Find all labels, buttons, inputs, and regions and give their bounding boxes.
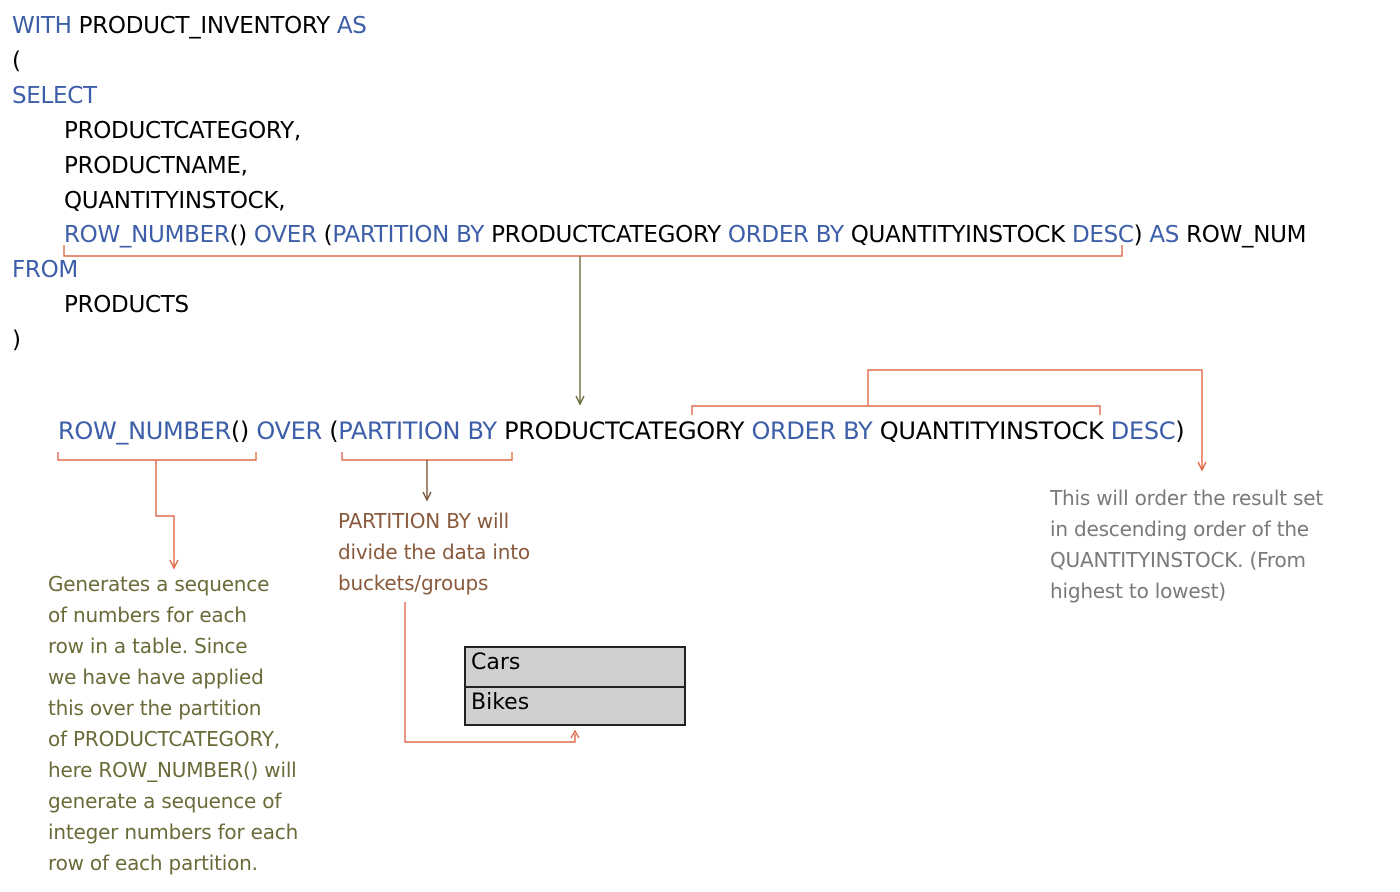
keyword-desc: DESC [1071,222,1134,248]
partition-buckets-table: Cars Bikes [464,646,686,726]
alias-name: ROW_NUM [1186,222,1307,248]
note-partition-by: PARTITION BY will divide the data into b… [338,509,530,595]
order-by-connector [867,369,1203,468]
sql-line-5: PRODUCTNAME, [64,153,248,179]
sql-line-6: QUANTITYINSTOCK, [64,188,286,214]
note-row-number: Generates a sequence of numbers for each… [48,572,299,875]
keyword-over: OVER [253,222,317,248]
order-by-top-bracket [691,405,1101,415]
fn-row-number: ROW_NUMBER [64,222,230,248]
bucket-connector [404,602,576,743]
order-by-arrow-head [1197,461,1207,472]
keyword-as: AS [336,13,367,39]
zoom-arrow-head [575,395,585,406]
sql-line-2: ( [12,48,21,74]
sql-line-10: ) [12,327,21,353]
zoom-window-expression: ROW_NUMBER() OVER (PARTITION BY PRODUCTC… [58,416,1185,446]
zoom-keyword-partition-by: PARTITION BY [338,417,497,445]
note-order-by: This will order the result set in descen… [1050,486,1323,603]
keyword-with: WITH [12,13,72,39]
sql-line-9: PRODUCTS [64,292,189,318]
zoom-keyword-order-by: ORDER BY [751,417,873,445]
sql-line-3-select: SELECT [12,83,97,109]
bucket-row-bikes: Bikes [466,686,684,724]
cte-name: PRODUCT_INVENTORY [71,13,337,39]
zoom-order-column: QUANTITYINSTOCK [879,417,1104,445]
zoom-partition-column: PRODUCTCATEGORY [504,417,745,445]
zoom-fn-row-number: ROW_NUMBER [58,417,231,445]
sql-line-4: PRODUCTCATEGORY, [64,118,301,144]
row-number-bracket [57,452,257,461]
zoom-keyword-over: OVER [256,417,322,445]
fn-parens: () [229,222,248,248]
keyword-as-alias: AS [1149,222,1180,248]
open-paren: ( [323,222,333,248]
close-paren: ) [1133,222,1143,248]
sql-line-1: WITH PRODUCT_INVENTORY AS [12,12,367,40]
zoom-keyword-desc: DESC [1110,417,1176,445]
zoom-fn-parens: () [230,417,249,445]
keyword-order-by: ORDER BY [727,222,844,248]
partition-column: PRODUCTCATEGORY [491,222,721,248]
zoom-close-paren: ) [1175,417,1185,445]
row-number-connector [155,460,175,566]
zoom-open-paren: ( [329,417,339,445]
partition-by-arrow-head [422,491,432,502]
sql-line-8-from: FROM [12,257,78,283]
bucket-row-cars: Cars [471,650,521,675]
partition-by-bracket [341,452,513,461]
sql-window-underline-bracket [63,245,1123,257]
sql-line-7-window: ROW_NUMBER() OVER (PARTITION BY PRODUCTC… [64,221,1307,249]
keyword-partition-by: PARTITION BY [332,222,485,248]
order-column: QUANTITYINSTOCK [850,222,1066,248]
bucket-arrow-head [570,729,580,739]
row-number-arrow-head [169,559,179,570]
